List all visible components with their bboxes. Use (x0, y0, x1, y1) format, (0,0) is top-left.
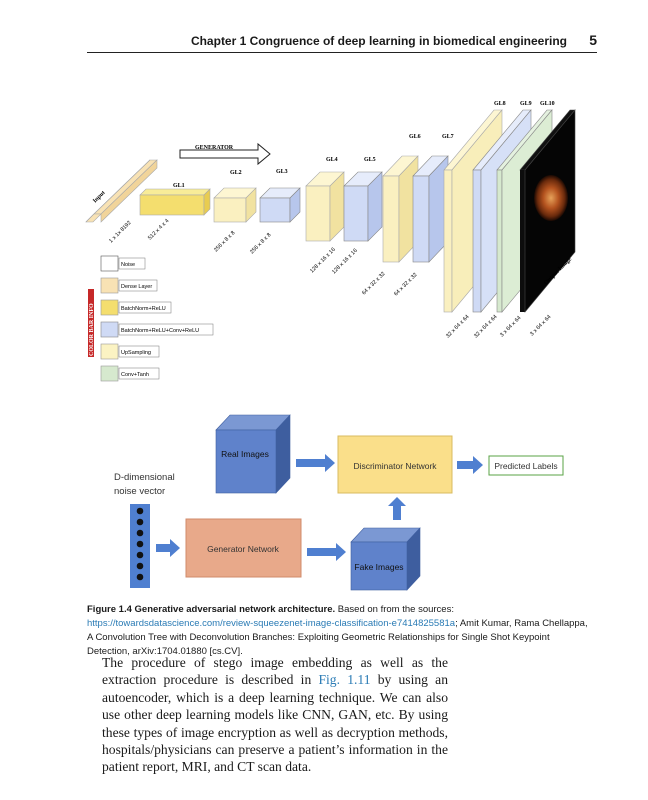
layer-gl7 (412, 155, 449, 263)
real-images-label: Real Images (221, 449, 269, 459)
layer-name-gl7: GL7 (442, 134, 454, 140)
generator-arrow (179, 142, 271, 166)
svg-text:BatchNorm+ReLU: BatchNorm+ReLU (121, 306, 166, 312)
body-text: The procedure of stego image embedding a… (102, 655, 448, 688)
figure-reference-link[interactable]: Fig. 1.11 (318, 672, 371, 688)
arrow-fake-to-discriminator (388, 497, 406, 520)
running-title: Chapter 1 Congruence of deep learning in… (190, 34, 567, 48)
body-text: by using an autoencoder, which is a deep… (102, 672, 449, 775)
figure-caption: Figure 1.4 Generative adversarial networ… (87, 603, 592, 659)
layer-name-gl4: GL4 (326, 157, 338, 163)
legend-item-batchnorm-relu-conv-relu: BatchNorm+ReLU+Conv+ReLU (100, 321, 214, 338)
caption-text: Based on from the sources: (335, 604, 454, 615)
svg-text:Conv+Tanh: Conv+Tanh (121, 372, 149, 378)
generator-arrow-label: GENERATOR (195, 145, 234, 151)
legend-item-batchnorm-relu: BatchNorm+ReLU (100, 299, 172, 316)
layer-gl5 (343, 171, 383, 242)
layer-name-gl5: GL5 (364, 157, 376, 163)
svg-text:Dense Layer: Dense Layer (121, 284, 152, 290)
gan-flow-figure: D-dimensional noise vector Generator Net… (114, 414, 564, 591)
layer-name-gl8: GL8 (494, 101, 506, 107)
input-layer (85, 159, 158, 223)
svg-text:UpSampling: UpSampling (121, 350, 151, 356)
layer-gl2 (213, 187, 257, 223)
arrow-discriminator-to-labels (457, 456, 483, 474)
noise-vector (130, 504, 150, 588)
svg-text:BatchNorm+ReLU+Conv+ReLU: BatchNorm+ReLU+Conv+ReLU (121, 328, 199, 334)
figure-label: Figure 1.4 (87, 604, 132, 615)
caption-link[interactable]: https://towardsdatascience.com/review-sq… (87, 618, 456, 629)
layer-name-gl2: GL2 (230, 170, 242, 176)
fake-images-cube (350, 527, 421, 591)
legend-color-bar (88, 289, 94, 357)
generator-network-label: Generator Network (207, 544, 280, 554)
predicted-labels-label: Predicted Labels (494, 461, 557, 471)
fake-images-label: Fake Images (354, 562, 403, 572)
layer-gl3 (259, 187, 301, 223)
legend-title: COLOR BAR INFO (89, 303, 95, 356)
body-paragraph: The procedure of stego image embedding a… (102, 654, 448, 776)
layer-name-gl6: GL6 (409, 134, 421, 140)
noise-label-line2: noise vector (114, 486, 165, 497)
legend-item-conv-tanh: Conv+Tanh (100, 365, 160, 382)
generator-network-box (185, 518, 302, 578)
layer-gl1 (139, 188, 211, 216)
arrow-noise-to-generator (156, 539, 180, 557)
real-images-cube (215, 414, 291, 494)
discriminator-network-box (337, 435, 453, 494)
discriminator-network-label: Discriminator Network (353, 461, 437, 471)
layer-gl4 (305, 171, 345, 242)
arrow-real-to-discriminator (296, 454, 335, 472)
legend-item-upsampling: UpSampling (100, 343, 160, 360)
layer-name-gl1: GL1 (173, 183, 185, 189)
retina-fundus-image (534, 175, 568, 221)
arrow-generator-to-fake (307, 543, 346, 561)
layer-name-gl10: GL10 (540, 101, 555, 107)
output-image (519, 109, 576, 313)
caption-text: ; Amit Kumar, Rama Chellappa, A Convolut… (87, 618, 588, 657)
page-header: Chapter 1 Congruence of deep learning in… (87, 30, 597, 53)
layer-name-gl3: GL3 (276, 169, 288, 175)
svg-text:Noise: Noise (121, 262, 135, 268)
noise-label-line1: D-dimensional (114, 472, 175, 483)
predicted-labels-box (488, 455, 564, 476)
page-number: 5 (589, 32, 597, 48)
figure-title: Generative adversarial network architect… (134, 604, 336, 615)
layer-name-gl9: GL9 (520, 101, 532, 107)
legend-item-dense: Dense Layer (100, 277, 158, 294)
generator-architecture-figure: GENERATOR Input (85, 101, 576, 382)
legend-item-noise: Noise (100, 255, 146, 272)
